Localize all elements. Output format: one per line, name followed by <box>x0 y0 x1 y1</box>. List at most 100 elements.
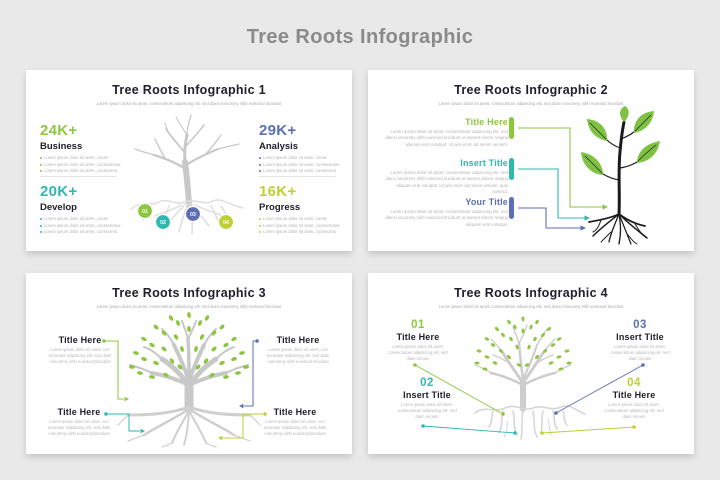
entry-text: Lorem ipsum dolor sit amet, consectetuer… <box>385 170 508 195</box>
bullet-item: Lorem ipsum dolor sit amet, consectetuer <box>259 223 345 230</box>
arrow-icon <box>218 435 223 441</box>
item-text: Lorem ipsum dolor sit amet, consectetuer… <box>397 402 457 420</box>
label-text: Lorem ipsum dolor sit amet, con sectetue… <box>266 347 330 365</box>
bullet-item: Lorem ipsum dolor sit amet, conse <box>259 216 345 223</box>
connector-dot <box>513 431 517 435</box>
stat-value: 24K+ <box>40 122 78 139</box>
page-title: Tree Roots Infographic <box>246 26 474 49</box>
small-leafy-tree-roots-illustration <box>474 316 586 440</box>
entry-text: Lorem ipsum dolor sit amet, consectetuer… <box>385 129 508 147</box>
entry-capsule <box>509 117 514 139</box>
marker-03-number: 03 <box>190 212 196 218</box>
bullet-dot-icon <box>259 231 261 234</box>
bullet-item: Lorem ipsum dolor sit amet, consectetuer <box>40 162 126 169</box>
bullet-item: Lorem ipsum dolor sit amet, consectetu <box>259 168 345 175</box>
connector-dot <box>632 425 636 429</box>
connector-dot <box>554 411 558 415</box>
item-title: Insert Title <box>616 332 664 342</box>
bullet-item: Lorem ipsum dolor sit amet, conse <box>259 155 345 162</box>
slide4-title: Tree Roots Infographic 4 <box>454 286 608 300</box>
bullet-item: Lorem ipsum dolor sit amet, conse <box>40 155 126 162</box>
entry-your-title: Your Title Lorem ipsum dolor sit amet, c… <box>380 197 508 228</box>
marker-03-circle <box>184 205 202 223</box>
connector-lines-slide4 <box>413 363 645 435</box>
bullet-dot-icon <box>40 170 42 173</box>
bullet-dot-icon <box>259 163 261 166</box>
bare-tree-roots-illustration: 01 02 03 04 <box>130 114 244 235</box>
stat-label: Analysis <box>259 141 299 152</box>
bullet-dot-icon <box>40 231 42 234</box>
item-title: Title Here <box>396 332 440 342</box>
label-text: Lorem ipsum dolor sit amet, con sectetue… <box>48 347 112 365</box>
entry-capsule <box>509 197 514 219</box>
stat-bullet-list: Lorem ipsum dolor sit amet, conse Lorem … <box>259 216 345 236</box>
stat-bullet-list: Lorem ipsum dolor sit amet, conse Lorem … <box>259 155 345 175</box>
entry-title: Your Title <box>465 197 508 207</box>
item-text: Lorem ipsum dolor sit amet, consectetuer… <box>604 402 664 420</box>
marker-04-number: 04 <box>223 220 229 226</box>
marker-01-circle <box>136 202 154 220</box>
slide-card-3[interactable]: Tree Roots Infographic 3 Lorem ipsum dol… <box>26 273 352 454</box>
leaves-group <box>474 316 572 371</box>
bullet-dot-icon <box>40 157 42 160</box>
divider <box>259 176 335 177</box>
entry-insert-title: Insert Title Lorem ipsum dolor sit amet,… <box>380 158 508 196</box>
label-top-right: Title Here Lorem ipsum dolor sit amet, c… <box>264 335 332 365</box>
item-text: Lorem ipsum dolor sit amet, consectetuer… <box>610 344 670 362</box>
slide1-subtitle: Lorem ipsum dolor sit amet, consectetuer… <box>96 101 282 106</box>
connector-dot <box>641 363 645 367</box>
roots-group <box>130 199 244 235</box>
slide-card-1[interactable]: Tree Roots Infographic 1 Lorem ipsum dol… <box>26 70 352 251</box>
slide3-title: Tree Roots Infographic 3 <box>112 286 266 300</box>
label-bottom-left: Title Here Lorem ipsum dolor sit amet, c… <box>45 407 113 437</box>
label-top-left: Title Here Lorem ipsum dolor sit amet, c… <box>46 335 114 365</box>
stat-progress: 16K+ Progress Lorem ipsum dolor sit amet… <box>259 184 345 236</box>
bullet-dot-icon <box>40 224 42 227</box>
slide-card-4[interactable]: Tree Roots Infographic 4 Lorem ipsum dol… <box>368 273 694 454</box>
entry-text: Lorem ipsum dolor sit amet, consectetuer… <box>385 209 508 227</box>
arrow-icon <box>239 403 244 409</box>
bullet-item: Lorem ipsum dolor sit amet, consectetuer <box>259 162 345 169</box>
arrow-icon <box>602 204 608 210</box>
bullet-dot-icon <box>259 218 261 221</box>
slide3-subtitle: Lorem ipsum dolor sit amet, consectetuer… <box>96 304 282 309</box>
item-02: 02 Insert Title Lorem ipsum dolor sit am… <box>395 377 459 420</box>
roots-group <box>588 213 648 245</box>
connector-dot <box>255 339 259 343</box>
marker-02-number: 02 <box>160 220 166 226</box>
stat-label: Business <box>40 141 83 152</box>
bullet-dot-icon <box>259 224 261 227</box>
divider <box>40 176 116 177</box>
connector-dot <box>413 363 417 367</box>
item-number: 04 <box>627 377 641 389</box>
bullet-dot-icon <box>259 170 261 173</box>
bullet-item: Lorem ipsum dolor sit amet, consectetu <box>40 229 126 236</box>
stat-value: 16K+ <box>259 183 297 200</box>
slide4-subtitle: Lorem ipsum dolor sit amet, consectetuer… <box>438 304 624 309</box>
stat-analysis: 29K+ Analysis Lorem ipsum dolor sit amet… <box>259 123 345 175</box>
label-text: Lorem ipsum dolor sit amet, con sectetue… <box>263 419 327 437</box>
bullet-item: Lorem ipsum dolor sit amet, consectetu <box>40 168 126 175</box>
bullet-dot-icon <box>40 163 42 166</box>
label-bottom-right: Title Here Lorem ipsum dolor sit amet, c… <box>261 407 329 437</box>
stat-bullet-list: Lorem ipsum dolor sit amet, conse Lorem … <box>40 216 126 236</box>
leaves-group <box>128 311 250 380</box>
leafy-tree-roots-illustration <box>117 311 261 448</box>
stat-label: Progress <box>259 202 301 213</box>
connector-dot <box>421 424 425 428</box>
root-markers: 01 02 03 04 <box>136 202 235 231</box>
slide-card-2[interactable]: Tree Roots Infographic 2 Lorem ipsum dol… <box>368 70 694 251</box>
stat-develop: 20K+ Develop Lorem ipsum dolor sit amet,… <box>40 184 126 236</box>
connector-dot <box>501 412 505 416</box>
leaves-group <box>581 106 660 175</box>
entry-title-here: Title Here Lorem ipsum dolor sit amet, c… <box>380 117 508 148</box>
arrow-icon <box>584 215 590 221</box>
item-text: Lorem ipsum dolor sit amet, consectetuer… <box>388 344 448 362</box>
stat-business: 24K+ Business Lorem ipsum dolor sit amet… <box>40 123 126 175</box>
item-03: 03 Insert Title Lorem ipsum dolor sit am… <box>608 319 672 362</box>
arrow-icon <box>124 396 129 402</box>
item-number: 01 <box>411 319 425 331</box>
item-04: 04 Title Here Lorem ipsum dolor sit amet… <box>602 377 666 420</box>
arrow-icon <box>140 428 145 434</box>
item-title: Title Here <box>612 390 656 400</box>
